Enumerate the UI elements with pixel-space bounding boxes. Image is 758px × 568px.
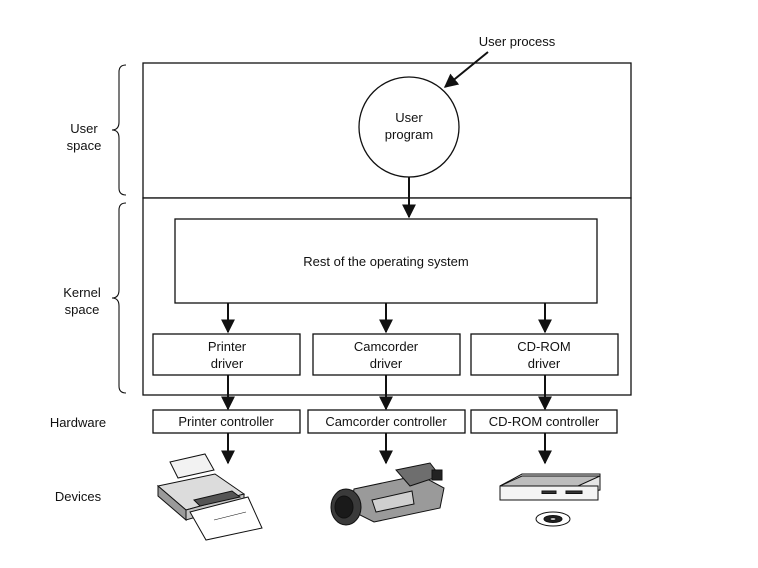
user-program-line2: program: [385, 127, 433, 142]
camcorder-controller-label: Camcorder controller: [325, 414, 447, 429]
kernel-space-label-line2: space: [65, 302, 100, 317]
hardware-label: Hardware: [50, 415, 106, 430]
devices-label: Devices: [55, 489, 102, 504]
printer-icon: [156, 453, 263, 541]
user-space-label-line2: space: [67, 138, 102, 153]
user-space-brace: [111, 64, 127, 196]
os-box-label: Rest of the operating system: [303, 254, 468, 269]
kernel-space-label-line1: Kernel: [63, 285, 101, 300]
user-space-label-line1: User: [70, 121, 98, 136]
cdrom-driver-line1: CD-ROM: [517, 339, 570, 354]
user-process-arrow: [443, 51, 489, 88]
printer-driver-box: [152, 333, 301, 376]
printer-driver-line1: Printer: [208, 339, 247, 354]
printer-driver-line2: driver: [211, 356, 244, 371]
kernel-space-brace: [111, 202, 127, 394]
user-program-line1: User: [395, 110, 423, 125]
cdrom-driver-box: [470, 333, 619, 376]
cdrom-driver-line2: driver: [528, 356, 561, 371]
camcorder-driver-line2: driver: [370, 356, 403, 371]
cdrom-controller-label: CD-ROM controller: [489, 414, 600, 429]
camcorder-icon: [330, 462, 445, 526]
camcorder-driver-line1: Camcorder: [354, 339, 419, 354]
camcorder-driver-box: [312, 333, 461, 376]
printer-controller-label: Printer controller: [178, 414, 274, 429]
printer-controller-box: [152, 409, 301, 434]
user-process-label: User process: [479, 34, 556, 49]
cdrom-drive-icon: [499, 473, 601, 527]
os-box: [174, 218, 598, 304]
